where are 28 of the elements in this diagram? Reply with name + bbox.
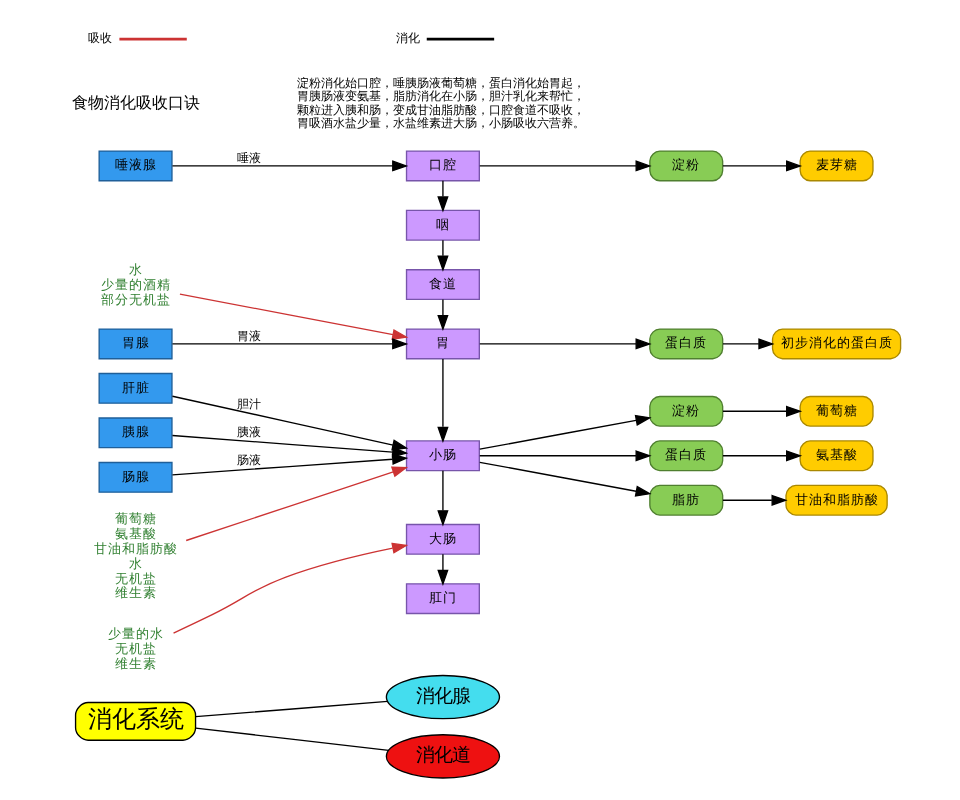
arrow bbox=[437, 239, 449, 272]
arrow bbox=[437, 553, 449, 586]
arrow bbox=[172, 542, 409, 634]
arrow bbox=[437, 470, 449, 527]
arrow bbox=[171, 160, 409, 172]
arrow bbox=[437, 298, 449, 332]
arrow bbox=[722, 405, 803, 417]
connector bbox=[195, 700, 389, 718]
arrow bbox=[179, 293, 409, 341]
arrow bbox=[185, 466, 409, 542]
node-box: 消化系统 bbox=[74, 701, 197, 741]
arrow bbox=[479, 338, 652, 350]
arrow bbox=[722, 160, 803, 172]
arrow bbox=[479, 414, 652, 450]
arrow bbox=[171, 453, 409, 476]
arrow bbox=[479, 160, 652, 172]
label: 食物消化吸收口诀 bbox=[71, 92, 200, 113]
arrow bbox=[437, 358, 449, 443]
node-ellipse: 消化道 bbox=[385, 734, 501, 779]
arrow bbox=[722, 338, 775, 350]
arrow bbox=[479, 450, 652, 462]
node-ellipse: 消化腺 bbox=[385, 674, 501, 720]
arrow bbox=[722, 450, 803, 462]
arrow bbox=[171, 338, 409, 350]
arrow bbox=[437, 180, 449, 213]
arrow bbox=[722, 494, 788, 506]
connector bbox=[195, 727, 390, 751]
arrow bbox=[479, 461, 652, 497]
